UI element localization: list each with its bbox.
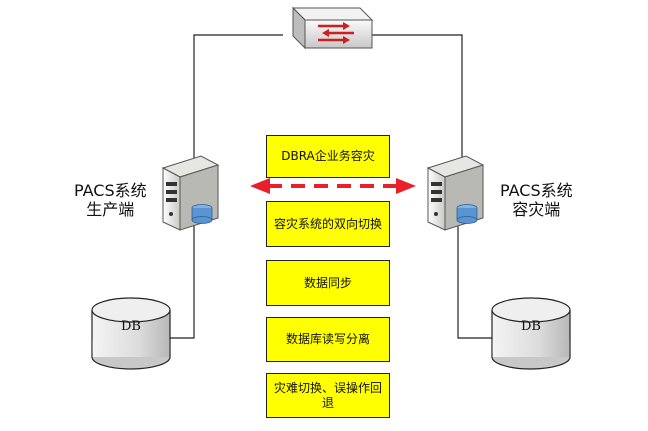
right-server-label: PACS系统 容灾端 <box>500 181 573 219</box>
left-db-icon: DB <box>91 297 171 370</box>
right-db-label: DB <box>521 319 541 334</box>
right-db-icon: DB <box>491 297 571 370</box>
left-db-label: DB <box>121 319 141 334</box>
left-server-label-line1: PACS系统 <box>74 181 147 200</box>
left-server-label: PACS系统 生产端 <box>74 181 147 219</box>
right-server-to-db-line <box>457 222 492 339</box>
feature-box-bidirectional-switch: 容灾系统的双向切换 <box>266 201 390 247</box>
feature-box-read-write-split: 数据库读写分离 <box>266 317 390 362</box>
connection-lines <box>170 34 492 339</box>
left-server-icon <box>161 155 220 231</box>
network-switch-icon <box>291 6 374 50</box>
right-server-label-line1: PACS系统 <box>500 181 573 200</box>
switch-to-right-server-line <box>370 34 463 160</box>
feature-box-disaster-rollback: 灾难切换、误操作回退 <box>266 373 390 418</box>
feature-box-data-sync: 数据同步 <box>266 260 390 306</box>
bidirectional-sync-arrow <box>250 178 416 194</box>
feature-box-dbra: DBRA企业务容灾 <box>266 135 390 178</box>
switch-to-left-server-line <box>193 34 283 165</box>
right-server-icon <box>426 155 485 231</box>
left-server-to-db-line <box>170 222 195 339</box>
left-server-label-line2: 生产端 <box>86 200 135 219</box>
right-server-label-line2: 容灾端 <box>512 200 561 219</box>
